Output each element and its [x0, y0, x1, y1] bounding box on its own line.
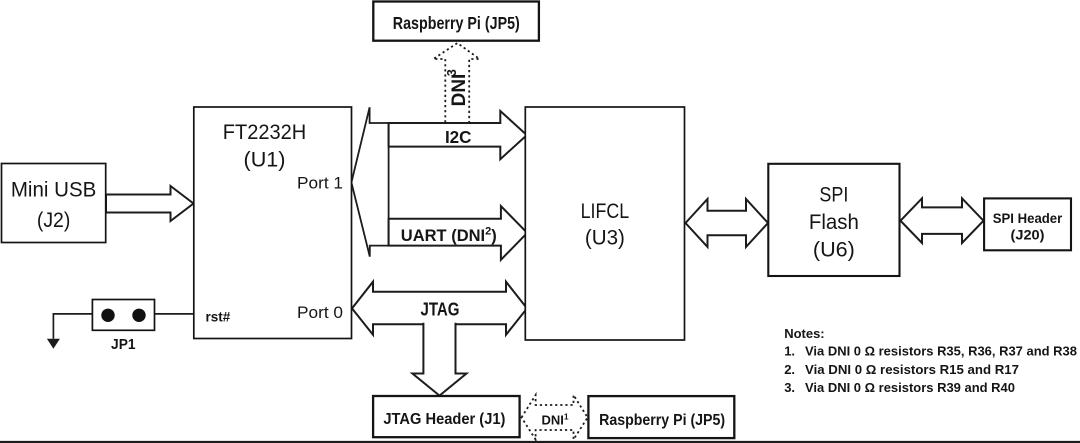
svg-text:DNI3: DNI3	[445, 69, 470, 106]
svg-text:Raspberry Pi (JP5): Raspberry Pi (JP5)	[599, 412, 725, 429]
svg-text:(U6): (U6)	[813, 238, 855, 261]
svg-text:SPI: SPI	[819, 184, 848, 207]
svg-text:Raspberry Pi (JP5): Raspberry Pi (JP5)	[393, 13, 520, 33]
svg-text:(J2): (J2)	[37, 209, 71, 232]
svg-text:rst#: rst#	[206, 310, 231, 325]
svg-text:Via DNI 0 Ω resistors R35, R36: Via DNI 0 Ω resistors R35, R36, R37 and …	[805, 344, 1077, 359]
svg-text:JTAG: JTAG	[421, 300, 460, 320]
svg-text:DNI1: DNI1	[541, 411, 568, 427]
svg-text:Port 0: Port 0	[297, 303, 343, 322]
svg-text:FT2232H: FT2232H	[223, 121, 307, 144]
svg-text:2.: 2.	[784, 362, 795, 377]
svg-text:(U3): (U3)	[585, 227, 625, 250]
svg-text:SPI Header: SPI Header	[993, 210, 1063, 226]
svg-text:JTAG Header (J1): JTAG Header (J1)	[383, 411, 505, 428]
svg-text:Via DNI 0 Ω resistors R39 and: Via DNI 0 Ω resistors R39 and R40	[805, 380, 1015, 395]
svg-text:UART (DNI2): UART (DNI2)	[401, 226, 497, 245]
svg-text:I2C: I2C	[445, 127, 472, 147]
svg-text:Mini USB: Mini USB	[11, 179, 97, 202]
svg-text:Port 1: Port 1	[297, 174, 343, 193]
svg-text:(J20): (J20)	[1011, 227, 1045, 243]
svg-text:1.: 1.	[784, 344, 795, 359]
svg-text:LIFCL: LIFCL	[581, 200, 630, 223]
svg-text:Notes:: Notes:	[784, 326, 824, 341]
svg-text:Via DNI 0 Ω resistors R15 and: Via DNI 0 Ω resistors R15 and R17	[805, 362, 1019, 377]
svg-text:(U1): (U1)	[244, 149, 286, 172]
svg-text:Flash: Flash	[809, 211, 859, 234]
svg-text:JP1: JP1	[111, 337, 136, 353]
svg-text:3.: 3.	[784, 380, 795, 395]
